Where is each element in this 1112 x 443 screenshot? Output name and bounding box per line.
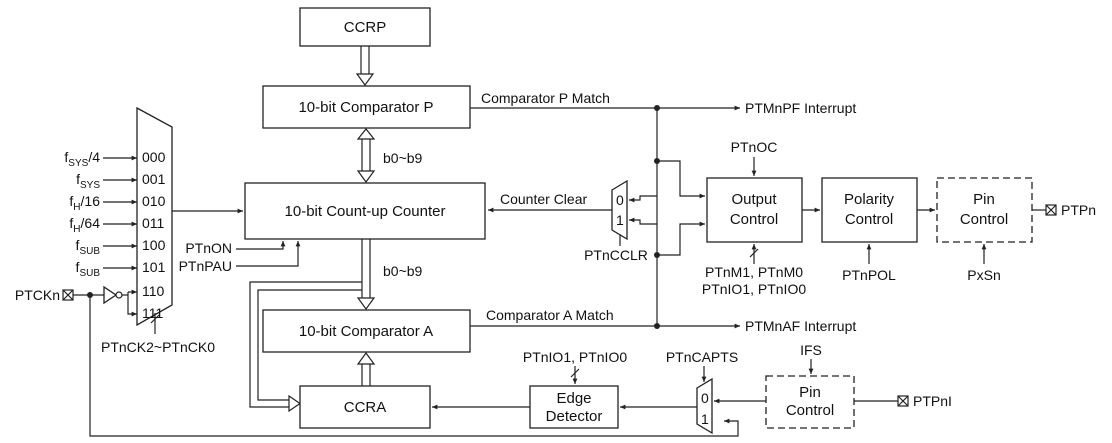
mux-code: 001	[142, 171, 166, 187]
pin-cross-b	[62, 289, 74, 301]
pin-control-input-block	[765, 375, 855, 429]
ptckn-feedback-wire	[89, 295, 739, 437]
buffer-icon	[103, 285, 118, 305]
comparator-a-block	[262, 309, 471, 353]
clock-source-label: fSUB	[76, 259, 101, 279]
ccrp-block	[299, 7, 431, 47]
clock-input-fsub-100: fSUB 100	[76, 237, 166, 257]
clock-input-fsub-101: fSUB 101	[76, 259, 166, 279]
clock-mux-shape	[136, 106, 173, 327]
mux-code: 101	[142, 259, 166, 275]
ccra-label: CCRA	[344, 399, 387, 416]
mux-code: 100	[142, 237, 166, 253]
ptmnaf-interrupt-label: PTMnAF Interrupt	[745, 318, 856, 334]
cclr-mux-0: 0	[616, 192, 624, 208]
ptnpol-label: PTnPOL	[842, 267, 896, 283]
ccrp-label: CCRP	[344, 19, 387, 36]
comparator-p-label: 10-bit Comparator P	[298, 99, 433, 116]
ccra-to-comparator-a-bus	[356, 351, 376, 386]
ptnm-label: PTnM1, PTnM0	[705, 264, 803, 280]
ptckn-input: PTCKn	[15, 285, 739, 437]
mux-code: 000	[142, 149, 166, 165]
clock-input-fsys: fSYS 001	[76, 171, 165, 191]
junction-dot	[654, 323, 660, 329]
inverter-bubble-icon	[115, 291, 123, 299]
ccrp-to-comparator-bus	[355, 46, 375, 87]
ptnio-out-label: PTnIO1, PTnIO0	[702, 281, 806, 297]
pin-control-output-block	[936, 177, 1033, 243]
ptmnpf-interrupt-label: PTMnPF Interrupt	[745, 100, 856, 116]
capts-mux-1: 1	[701, 411, 709, 427]
ptnon-label: PTnON	[185, 240, 232, 256]
clock-source-label: fH/16	[69, 193, 100, 213]
bus-label-p: b0~b9	[383, 150, 423, 166]
ptnpau-label: PTnPAU	[179, 258, 232, 274]
clock-source-label: fSYS/4	[64, 149, 100, 169]
ptnpau-wire	[236, 241, 301, 267]
clock-input-fh16: fH/16 010	[69, 193, 165, 213]
pin-cross-b	[897, 395, 909, 407]
ptnm-slash	[749, 248, 759, 258]
clock-input-fsys4: fSYS/4 000	[64, 149, 165, 169]
clock-input-fh64: fH/64 011	[69, 215, 164, 235]
polarity-control-label-2: Control	[845, 211, 893, 228]
counter-comparator-a-bus	[356, 239, 376, 311]
pin-control-input-label-2: Control	[786, 402, 834, 419]
edge-detector-block	[529, 385, 619, 429]
edge-detector-label-1: Edge	[556, 390, 591, 407]
ptncclr-label: PTnCCLR	[584, 247, 648, 263]
ptckn-label: PTCKn	[15, 287, 60, 303]
mux-code-111: 111	[142, 305, 163, 321]
mux-select-label: PTnCK2~PTnCK0	[101, 339, 215, 355]
polarity-control-label-1: Polarity	[844, 191, 895, 208]
clock-mux-inputs: fSYS/4 000 fSYS 001 fH/16 010 fH/64 011 …	[64, 149, 165, 279]
pin-cross-b	[1045, 204, 1057, 216]
counter-block	[244, 182, 486, 240]
to-111-wire	[127, 292, 137, 317]
pin-control-input-label-1: Pin	[799, 384, 821, 401]
pin-control-output-label-1: Pin	[973, 191, 995, 208]
capture-mux-shape	[696, 377, 713, 435]
comparator-p-block	[262, 85, 471, 129]
mux-code-110: 110	[142, 283, 165, 299]
comparator-a-match-label: Comparator A Match	[486, 307, 614, 323]
output-control-label-2: Control	[730, 211, 778, 228]
clock-mux: fSYS/4 000 fSYS 001 fH/16 010 fH/64 011 …	[64, 106, 215, 355]
clock-source-label: fSUB	[76, 237, 101, 257]
polarity-control-block	[821, 177, 918, 243]
mux-code: 010	[142, 193, 166, 209]
match-crossover-wires	[629, 160, 705, 256]
bus-label-a: b0~b9	[383, 263, 423, 279]
counter-clear-label: Counter Clear	[500, 191, 587, 207]
counter-label: 10-bit Count-up Counter	[285, 203, 446, 220]
ptnio-edge-slash	[570, 368, 580, 378]
comparator-a-label: 10-bit Comparator A	[299, 323, 433, 340]
counter-ccra-bus	[249, 281, 362, 413]
edge-detector-label-2: Detector	[546, 408, 603, 425]
ifs-label: IFS	[800, 342, 822, 358]
pxsn-label: PxSn	[967, 267, 1000, 283]
cclr-mux-shape	[611, 179, 628, 241]
comparator-p-match-label: Comparator P Match	[481, 90, 610, 106]
output-control-block	[706, 177, 803, 243]
mux-code: 011	[142, 215, 165, 231]
ptpn-label: PTPn	[1061, 202, 1096, 218]
ptnio-edge-label: PTnIO1, PTnIO0	[523, 349, 627, 365]
clock-source-label: fSYS	[76, 171, 100, 191]
counter-comparator-p-bus	[356, 128, 376, 184]
cclr-mux-1: 1	[616, 212, 624, 228]
ptncapts-label: PTnCAPTS	[666, 349, 738, 365]
clock-source-label: fH/64	[69, 215, 100, 235]
pin-control-output-label-2: Control	[960, 211, 1008, 228]
output-control-label-1: Output	[731, 191, 777, 208]
mux-select-slash	[150, 314, 160, 324]
ptnoc-label: PTnOC	[731, 139, 778, 155]
ptpni-label: PTPnI	[913, 393, 952, 409]
capts-mux-0: 0	[701, 390, 709, 406]
ptnon-wire	[236, 241, 286, 250]
ccra-block	[299, 385, 431, 429]
